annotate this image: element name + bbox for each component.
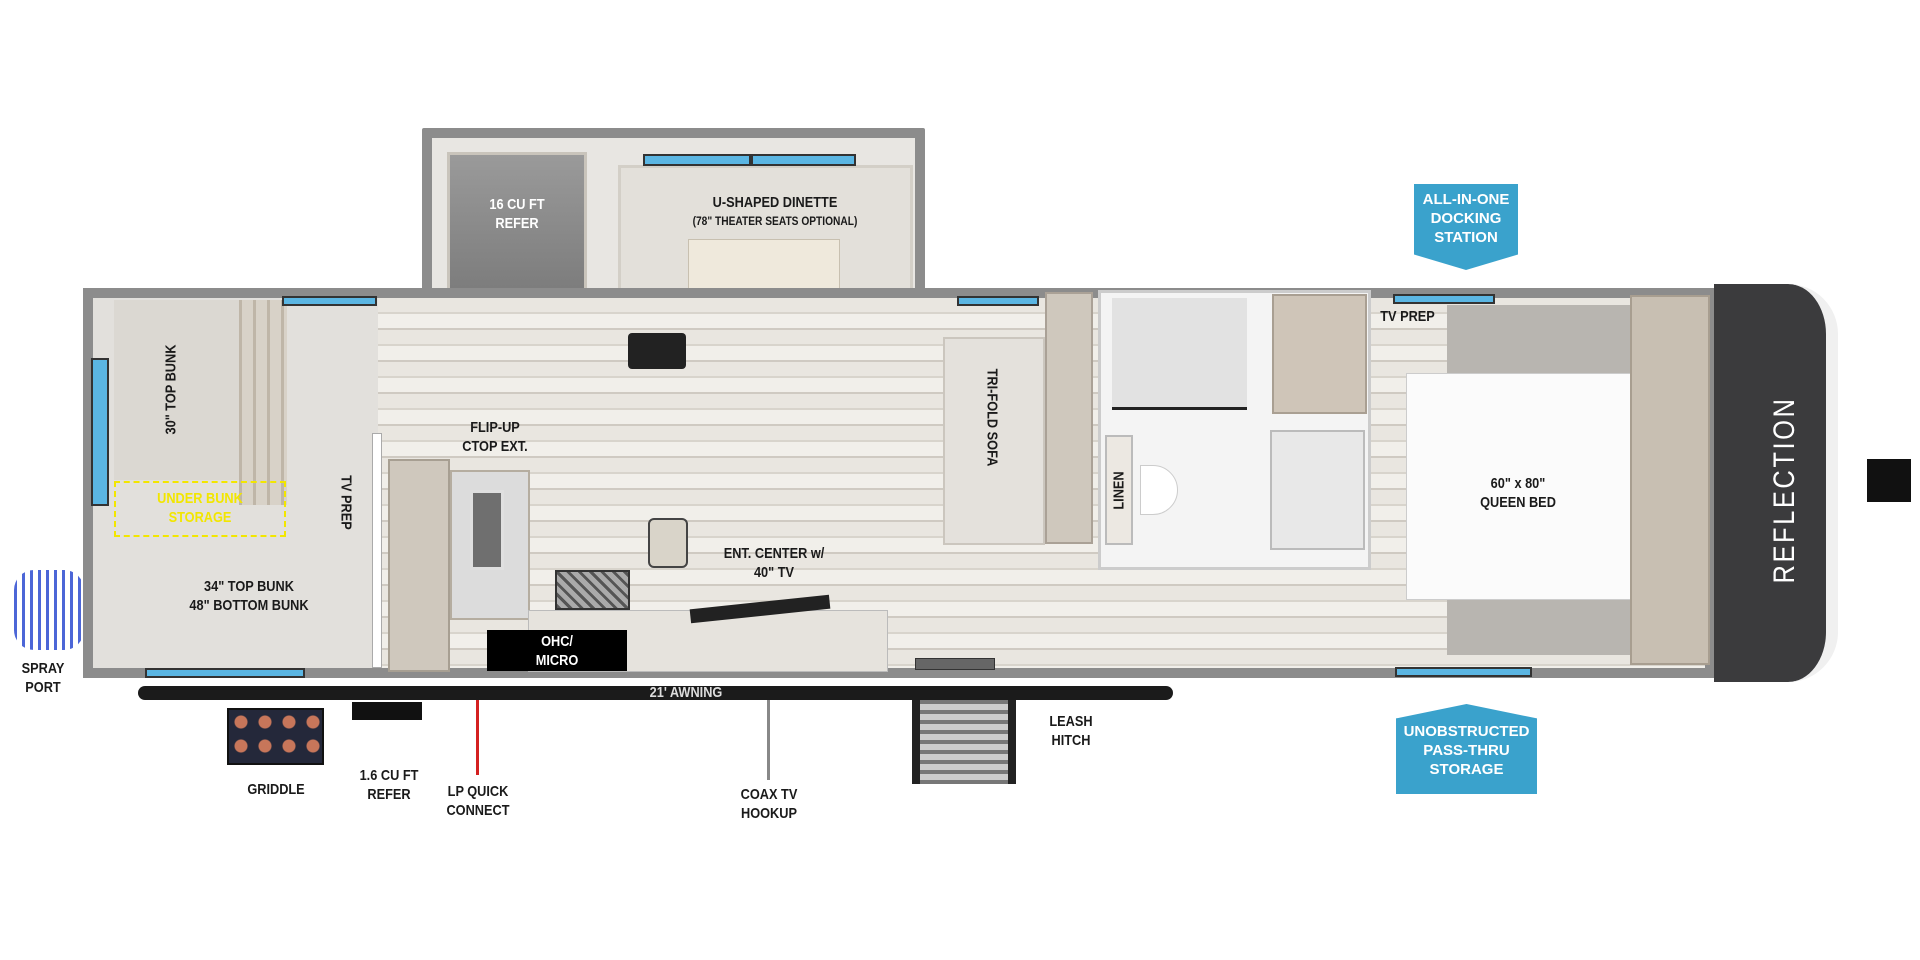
window xyxy=(282,296,377,306)
entry-steps xyxy=(912,700,1016,784)
bunk-shelves xyxy=(239,300,287,505)
window xyxy=(1395,667,1532,677)
tri-fold-sofa xyxy=(943,337,1045,545)
stove-icon xyxy=(555,570,630,610)
window xyxy=(643,154,751,166)
window xyxy=(91,358,109,506)
ohc-micro xyxy=(487,630,627,671)
tri-fold-sofa-label: TRI-FOLD SOFA xyxy=(983,368,1001,467)
ent-center-label: ENT. CENTER w/40" TV xyxy=(723,545,825,581)
top-bunk-30-label: 30" TOP BUNK xyxy=(162,344,180,435)
wardrobe xyxy=(1272,294,1367,414)
window xyxy=(957,296,1039,306)
window xyxy=(145,668,305,678)
queen-bed-label: 60" x 80"QUEEN BED xyxy=(1480,475,1556,511)
awning-bar xyxy=(138,686,1173,700)
lp-line xyxy=(476,700,479,775)
kingpin xyxy=(1867,459,1911,502)
window xyxy=(751,154,856,166)
bunk-wall xyxy=(372,433,382,668)
outdoor-refer-icon xyxy=(352,702,422,720)
window xyxy=(1393,294,1495,304)
top-bunk-30 xyxy=(114,300,239,480)
entry-door xyxy=(915,658,995,670)
sink-icon xyxy=(470,490,504,570)
vanity-sink xyxy=(1270,430,1365,550)
griddle-icon xyxy=(227,708,324,765)
spray-port-icon xyxy=(14,570,84,650)
nightstand-shelves xyxy=(1630,295,1710,665)
griddle-label: GRIDDLE xyxy=(247,781,305,798)
awning-label: 21' AWNING xyxy=(649,684,723,701)
tv-prep-left-label: TV PREP xyxy=(337,475,355,530)
tv-prep-right-label: TV PREP xyxy=(1380,308,1435,325)
dinette-label: U-SHAPED DINETTE(78" THEATER SEATS OPTIO… xyxy=(692,194,858,228)
shower xyxy=(1112,298,1247,410)
kitchen-pantry xyxy=(388,459,450,672)
under-bunk-storage xyxy=(114,481,286,537)
theater-seats-icon xyxy=(628,333,686,369)
front-cap xyxy=(1714,284,1838,682)
coax-line xyxy=(767,700,770,780)
linen-closet xyxy=(1105,435,1133,545)
queen-bed xyxy=(1406,373,1647,600)
fireplace-icon xyxy=(648,518,688,568)
sofa-console xyxy=(1045,292,1093,544)
ohc-micro-label: OHC/MICRO xyxy=(535,633,579,669)
brand-logo: REFLECTION xyxy=(1768,396,1801,584)
linen-label: LINEN xyxy=(1110,471,1128,510)
